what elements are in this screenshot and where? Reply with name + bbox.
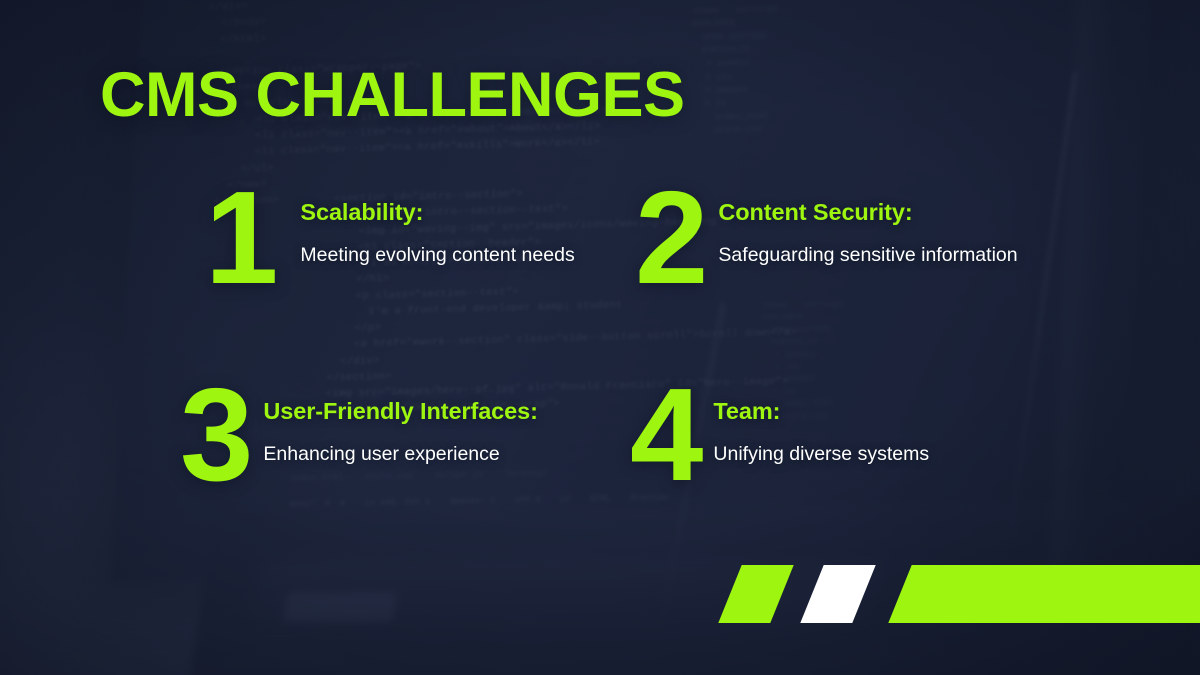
challenge-text-2: Content Security: Safeguarding sensitive… xyxy=(718,188,1017,270)
challenge-heading-4: Team: xyxy=(713,398,781,424)
challenge-number-1: 1 xyxy=(205,164,278,311)
challenge-description-2: Safeguarding sensitive information xyxy=(718,243,1018,266)
decorative-diagonal-bars xyxy=(0,565,1200,623)
challenge-text-4: Team: Unifying diverse systems xyxy=(713,385,929,469)
challenge-heading-2: Content Security: xyxy=(718,199,913,225)
challenge-text-3: User-Friendly Interfaces: Enhancing user… xyxy=(263,385,537,469)
challenge-number-2: 2 xyxy=(635,164,708,311)
diagonal-bar-green-small xyxy=(718,565,794,623)
challenge-number-4: 4 xyxy=(630,361,703,508)
challenge-heading-3: User-Friendly Interfaces: xyxy=(263,398,538,424)
challenge-heading-1: Scalability: xyxy=(300,199,424,225)
challenge-item-1: 1 Scalability: Meeting evolving content … xyxy=(205,164,605,311)
challenge-number-3: 3 xyxy=(180,361,253,508)
challenge-item-3: 3 User-Friendly Interfaces: Enhancing us… xyxy=(180,361,610,508)
diagonal-bar-white xyxy=(800,565,876,623)
challenge-text-1: Scalability: Meeting evolving content ne… xyxy=(300,188,574,270)
challenge-description-4: Unifying diverse systems xyxy=(713,442,930,465)
challenge-description-3: Enhancing user experience xyxy=(263,442,500,465)
challenge-item-4: 4 Team: Unifying diverse systems xyxy=(630,361,1060,508)
challenges-grid: 1 Scalability: Meeting evolving content … xyxy=(0,164,1200,500)
challenge-item-2: 2 Content Security: Safeguarding sensiti… xyxy=(635,164,1065,311)
challenges-row: 1 Scalability: Meeting evolving content … xyxy=(0,164,1200,500)
diagonal-bar-green-wide xyxy=(888,565,1200,623)
challenge-description-1: Meeting evolving content needs xyxy=(300,243,575,266)
slide-title: CMS CHALLENGES xyxy=(100,60,685,130)
